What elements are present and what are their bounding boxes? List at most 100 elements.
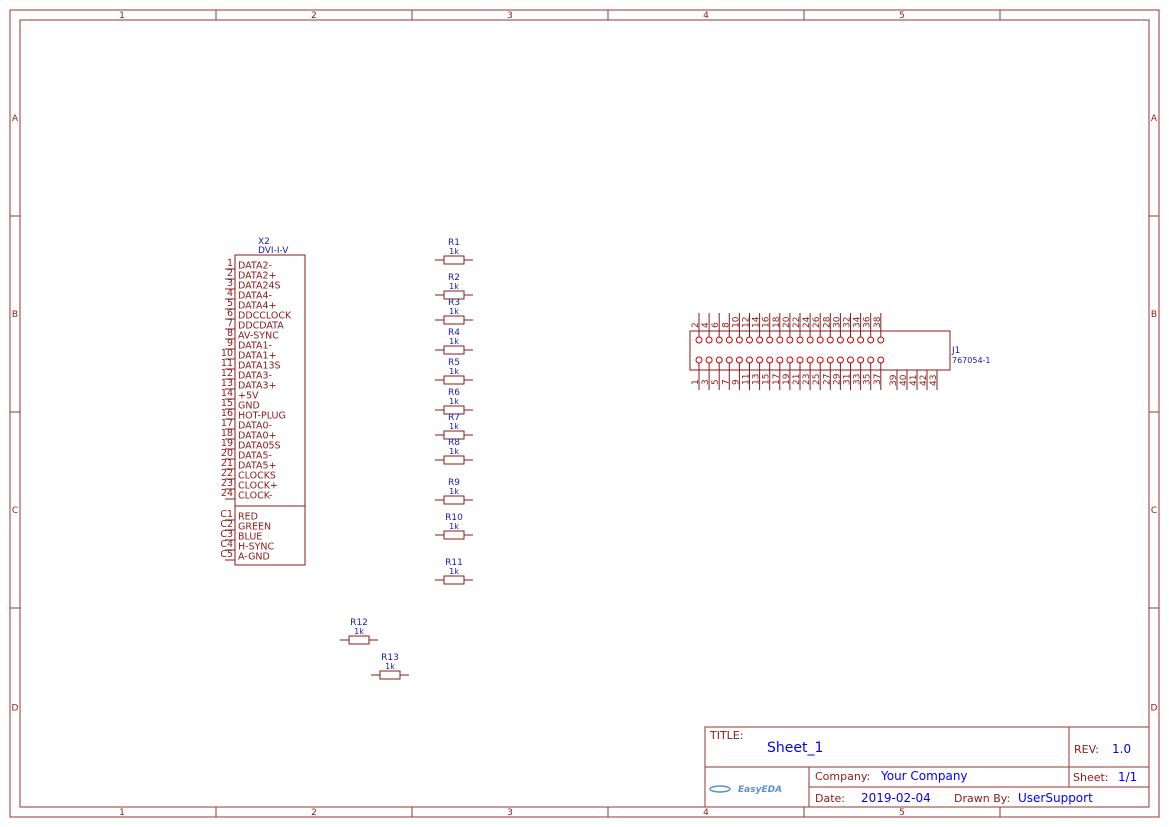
row-label: B	[1151, 310, 1157, 320]
pin-pad	[796, 356, 804, 364]
resistor-value: 1k	[449, 337, 459, 346]
resistor-value: 1k	[354, 627, 364, 636]
row-label: A	[12, 114, 19, 124]
pin-name: DATA1-	[238, 341, 272, 352]
pin-pad	[867, 356, 875, 364]
pin-number: 11	[221, 358, 233, 369]
resistor-value: 1k	[449, 447, 459, 456]
pin-number: 42	[919, 375, 929, 386]
pin-name: CLOCKS	[238, 471, 276, 482]
pin-name: DATA0-	[238, 421, 272, 432]
pin-number: 1	[691, 379, 701, 385]
resistor-value: 1k	[449, 367, 459, 376]
pin-name: DATA2-	[238, 261, 272, 272]
pin-number: 19	[782, 373, 792, 385]
designator: R10	[445, 513, 463, 523]
part-number: DVI-I-V	[258, 246, 289, 256]
sheet-label: Sheet:	[1073, 771, 1109, 784]
designator: R7	[448, 413, 460, 423]
pin-name: HOT-PLUG	[238, 411, 286, 422]
pin-number: 40	[899, 374, 909, 386]
pin-number: 34	[853, 316, 863, 328]
pin-number: 22	[221, 468, 233, 479]
pin-name: GREEN	[238, 522, 271, 533]
designator: R9	[448, 478, 460, 488]
resistor-body	[348, 635, 370, 645]
pin-number: 27	[822, 374, 832, 385]
resistor-body	[443, 530, 465, 540]
pin-pad	[877, 356, 885, 364]
column-label: 3	[507, 11, 513, 21]
pin-number: C2	[220, 519, 233, 530]
pin-pad	[766, 356, 774, 364]
date-label: Date:	[815, 792, 845, 805]
designator: J1	[951, 346, 960, 356]
pin-number: 33	[853, 374, 863, 385]
resistor-body	[443, 375, 465, 385]
component-body	[234, 254, 306, 566]
pin-number: 5	[711, 379, 721, 385]
pin-name: CLOCK+	[238, 481, 278, 492]
pin-number: 7	[721, 379, 731, 385]
designator: R3	[448, 298, 460, 308]
pin-pad	[857, 356, 865, 364]
pin-number: 19	[221, 438, 233, 449]
pin-name: DATA5+	[238, 461, 276, 472]
easyeda-logo: EasyEDA	[709, 785, 782, 795]
pin-number: 3	[227, 278, 233, 289]
rev-label: REV:	[1074, 743, 1099, 756]
resistor-body	[379, 670, 401, 680]
resistor-body	[443, 495, 465, 505]
pin-number: 17	[772, 374, 782, 385]
pin-pad	[836, 336, 844, 344]
pin-number: 21	[221, 458, 233, 469]
designator: R13	[381, 653, 399, 663]
pin-name: DDCDATA	[238, 321, 284, 332]
pin-number: 8	[227, 328, 233, 339]
pin-pad	[756, 356, 764, 364]
pin-number: 8	[721, 322, 731, 328]
resistor-value: 1k	[449, 247, 459, 256]
row-label: A	[1151, 114, 1158, 124]
resistor-value: 1k	[449, 282, 459, 291]
resistor-value: 1k	[449, 567, 459, 576]
pin-number: 28	[822, 316, 832, 328]
pin-number: 23	[802, 374, 812, 385]
pin-number: 12	[742, 317, 752, 328]
designator: R1	[448, 238, 460, 248]
column-label: 1	[119, 808, 125, 818]
pin-number: 10	[221, 348, 233, 359]
pin-number: 29	[832, 373, 842, 385]
pin-number: 14	[752, 316, 762, 328]
column-label: 5	[899, 808, 905, 818]
pin-number: 1	[227, 258, 233, 269]
pin-number: 31	[843, 374, 853, 385]
pin-pad	[725, 336, 733, 344]
designator: R4	[448, 328, 460, 338]
designator: R6	[448, 388, 460, 398]
pin-name: AV-SYNC	[238, 331, 279, 342]
pin-name: DATA13S	[238, 361, 281, 372]
pin-name: +5V	[238, 391, 259, 402]
pin-number: 11	[742, 374, 752, 385]
pin-number: 18	[772, 316, 782, 328]
designator: R12	[350, 618, 368, 628]
resistor-value: 1k	[385, 662, 395, 671]
resistor-body	[443, 405, 465, 415]
